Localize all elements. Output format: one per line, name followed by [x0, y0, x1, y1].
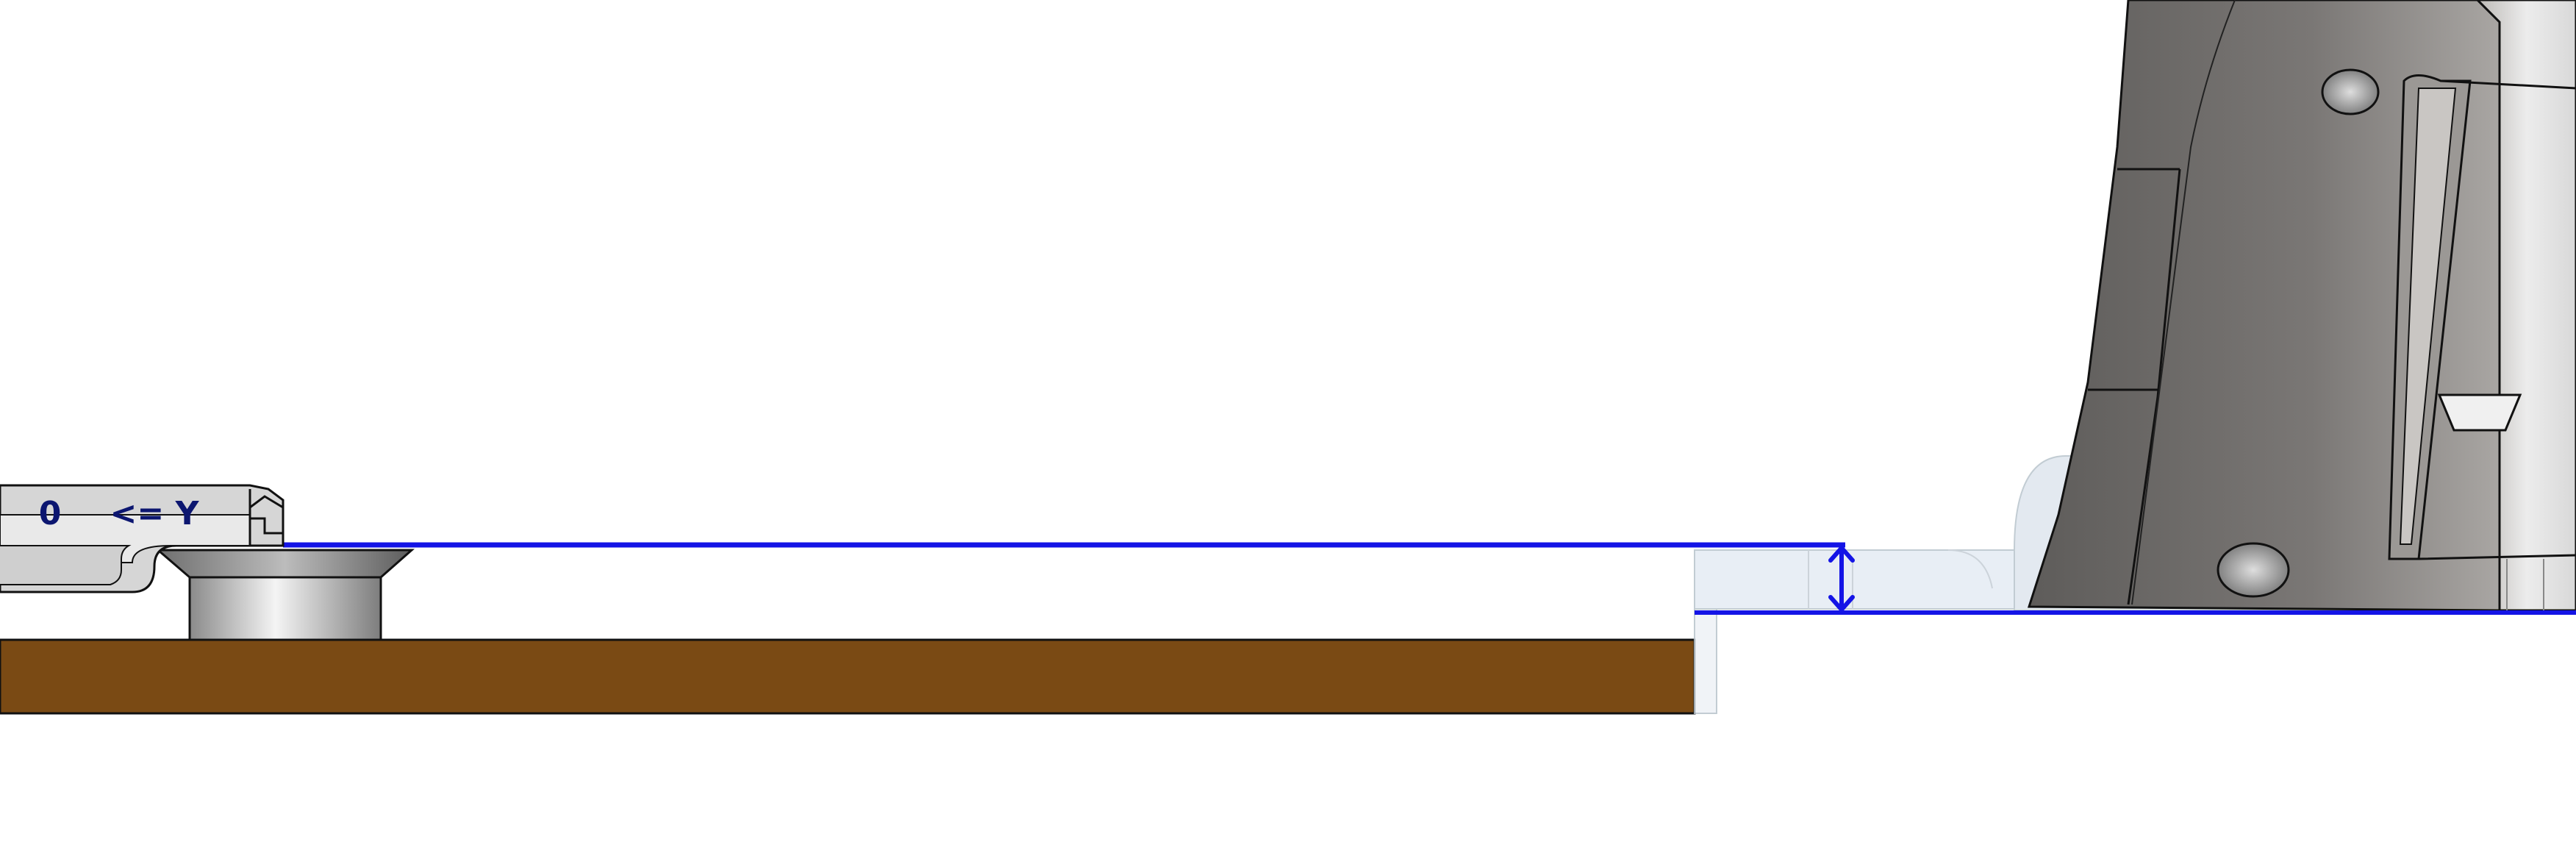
gauge-tool: 0 <= Y	[0, 484, 285, 593]
wood-board	[0, 638, 1696, 715]
gauge-value-label: 0	[39, 495, 62, 532]
countersink-fastener	[154, 549, 415, 641]
gauge-condition-label: <= Y	[110, 495, 200, 532]
bracket-part	[2027, 0, 2576, 612]
notch	[2437, 393, 2522, 432]
upper-hole	[2321, 68, 2380, 115]
dimension-arrow-icon	[1828, 544, 1855, 613]
lower-hole	[2217, 542, 2290, 598]
